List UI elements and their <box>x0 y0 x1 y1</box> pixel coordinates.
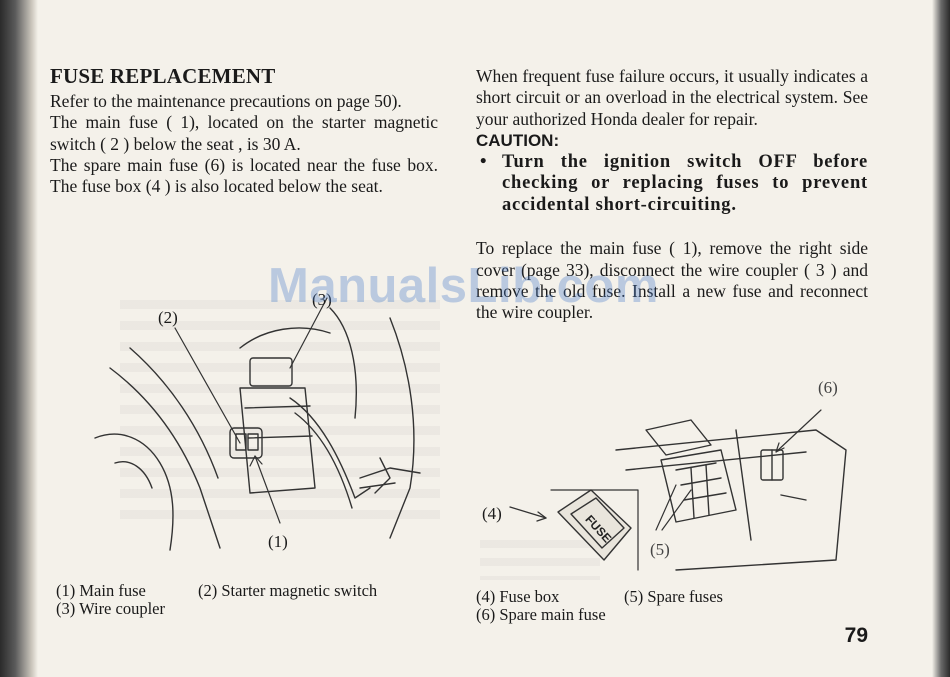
caption-starter-switch: (2) Starter magnetic switch <box>198 581 378 600</box>
left-column: FUSE REPLACEMENT Refer to the maintenanc… <box>50 64 438 197</box>
callout-1: (1) <box>268 532 288 551</box>
callout-2: (2) <box>158 308 178 327</box>
callout-6: (6) <box>818 378 838 397</box>
starter-switch-drawing <box>94 297 421 551</box>
callout-4: (4) <box>482 504 502 523</box>
caption-spare-fuses: (5) Spare fuses <box>624 587 723 606</box>
right-column: When frequent fuse failure occurs, it us… <box>476 66 868 324</box>
callout-5: (5) <box>650 540 670 559</box>
caution-label: CAUTION: <box>476 130 560 150</box>
paragraph-main-fuse: The main fuse ( 1), located on the start… <box>50 112 438 154</box>
section-title: FUSE REPLACEMENT <box>50 64 276 88</box>
caption-spare-main-fuse: (6) Spare main fuse <box>476 605 606 624</box>
bullet-icon: • <box>480 151 488 172</box>
caption-wire-coupler: (3) Wire coupler <box>56 599 165 618</box>
show-through-texture-right <box>480 540 600 580</box>
page-binding-shadow-left <box>0 0 38 677</box>
page-binding-shadow-right <box>932 0 950 677</box>
paragraph-spare-fuse: The spare main fuse (6) is located near … <box>50 154 438 197</box>
show-through-texture <box>120 300 440 530</box>
starter-switch-illustration: (2) (3) (1) <box>90 288 450 558</box>
paragraph-precautions: Refer to the maintenance precautions on … <box>50 91 402 111</box>
paragraph-replace-procedure: To replace the main fuse ( 1), remove th… <box>476 238 868 323</box>
caution-item: • Turn the ignition switch OFF before ch… <box>476 152 868 217</box>
caption-fuse-box: (4) Fuse box <box>476 587 560 606</box>
page-number: 79 <box>844 624 868 647</box>
fuse-box-drawing: FUSE <box>509 409 847 571</box>
fuse-box-illustration: FUSE (4) (5) (6) <box>476 378 856 575</box>
caution-text: Turn the ignition switch OFF before chec… <box>502 151 868 215</box>
callout-3: (3) <box>312 290 332 309</box>
watermark-text: ManualsLib.com <box>268 259 659 313</box>
paragraph-frequent-failure: When frequent fuse failure occurs, it us… <box>476 66 868 129</box>
caption-main-fuse: (1) Main fuse <box>56 581 146 600</box>
